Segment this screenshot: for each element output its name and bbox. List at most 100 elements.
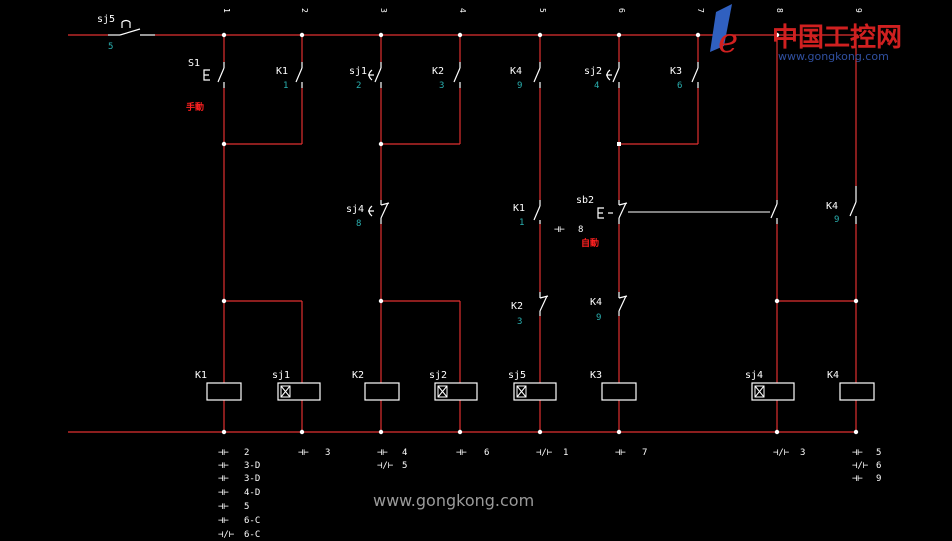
coil-sj2-label: sj2 (429, 370, 447, 381)
coil-k1: K1 (195, 370, 242, 401)
xref-val: 5 (244, 502, 249, 512)
xref-sym: ⊣⊢ (218, 516, 229, 526)
contact-sb2: sb2 (576, 195, 628, 224)
column-number-8: 8 (775, 8, 784, 13)
coil-sj5: sj5 (508, 370, 557, 401)
column-number-1: 1 (222, 8, 231, 13)
sj1-label: sj1 (349, 66, 367, 77)
xref-val: 7 (642, 448, 647, 458)
k3-top-number: 6 (677, 81, 682, 91)
coils: K1 sj1 K2 sj2 sj5 K3 (195, 370, 875, 401)
xref-sym: ⊣⊢ (218, 474, 229, 484)
xref-val: 3-D (244, 474, 260, 484)
manual-note: 手動 (186, 101, 204, 113)
sj5-switch: sj5 5 (97, 14, 155, 52)
sj2-number: 4 (594, 81, 599, 91)
logo-mark-icon (710, 4, 732, 52)
k4-nc-label: K4 (590, 297, 602, 308)
k2-nc-number: 3 (517, 317, 522, 327)
contact-k2-nc: K2 3 (511, 292, 549, 327)
sj4-label: sj4 (346, 204, 364, 215)
sj2-label: sj2 (584, 66, 602, 77)
coil-k4: K4 (827, 370, 875, 401)
logo-url-text: www.gongkong.com (778, 50, 889, 63)
sj4-number: 8 (356, 219, 361, 229)
xref-val: 4 (402, 448, 407, 458)
column-number-2: 2 (300, 8, 309, 13)
coil-sj5-label: sj5 (508, 370, 526, 381)
xref-val: 2 (244, 448, 249, 458)
contact-sj2: sj2 4 (584, 62, 620, 91)
coil-sj4: sj4 (745, 370, 795, 401)
contact-sj1: sj1 2 (349, 62, 382, 91)
logo-cn-text: 中国工控网 (772, 23, 902, 53)
xref-sym: ⊣⊢ (218, 448, 229, 458)
coil-sj2: sj2 (429, 370, 478, 401)
coil-sj4-label: sj4 (745, 370, 763, 381)
k4-right-number: 9 (834, 215, 839, 225)
xref-val: 5 (876, 448, 881, 458)
xref-sym: ⊣⊢ (218, 488, 229, 498)
watermark: www.gongkong.com (373, 491, 534, 510)
xref-val: 9 (876, 474, 881, 484)
s1-label: S1 (188, 58, 200, 69)
xref-sym: ⊣/⊢ (377, 461, 393, 471)
k4-right-label: K4 (826, 201, 838, 212)
logo-e-icon: e (718, 21, 738, 61)
contact-k1-top: K1 1 (276, 62, 303, 91)
k4-nc-number: 9 (596, 313, 601, 323)
k4-top-label: K4 (510, 66, 522, 77)
xref-val: 1 (563, 448, 568, 458)
k1-top-label: K1 (276, 66, 288, 77)
xref-val: 6-C (244, 516, 260, 526)
xref-sym: ⊣⊢ (456, 448, 467, 458)
interlock-symbol: ⊣⊢ (554, 225, 565, 235)
k1-mid-number: 1 (519, 218, 524, 228)
contact-k4-nc: K4 9 (590, 292, 628, 323)
contact-k2-top: K2 3 (432, 62, 461, 91)
coil-sj1-label: sj1 (272, 370, 290, 381)
cross-references: ⊣⊢ 2 ⊣⊢ 3-D ⊣⊢ 3-D ⊣⊢ 4-D ⊣⊢ 5 ⊣⊢ 6-C ⊣/… (218, 448, 881, 540)
coil-k1-label: K1 (195, 370, 207, 381)
auto-note: 自動 (581, 237, 599, 249)
xref-sym: ⊣⊢ (298, 448, 309, 458)
k2-top-label: K2 (432, 66, 444, 77)
contact-sj4: sj4 8 (346, 200, 390, 229)
coil-k2-label: K2 (352, 370, 364, 381)
column-number-9: 9 (854, 8, 863, 13)
xref-val: 6 (484, 448, 489, 458)
xref-val: 6-C (244, 530, 260, 540)
column-number-5: 5 (538, 8, 547, 13)
sb2-label: sb2 (576, 195, 594, 206)
column-numbers: 1 2 3 4 5 6 7 8 9 (222, 8, 863, 13)
k4-top-number: 9 (517, 81, 522, 91)
contact-k4-top: K4 9 (510, 62, 541, 91)
k2-top-number: 3 (439, 81, 444, 91)
interlock-number: 8 (578, 225, 583, 235)
coil-k3: K3 (590, 370, 637, 401)
coil-k2: K2 (352, 370, 400, 401)
xref-sym: ⊣⊢ (218, 461, 229, 471)
contact-k3-top: K3 6 (670, 62, 699, 91)
coil-sj1: sj1 (272, 370, 321, 401)
xref-val: 5 (402, 461, 407, 471)
k1-mid-label: K1 (513, 203, 525, 214)
column-number-3: 3 (379, 8, 388, 13)
contact-k4-right: K4 9 (826, 186, 857, 225)
xref-val: 4-D (244, 488, 260, 498)
xref-val: 3-D (244, 461, 260, 471)
site-logo: e 中国工控网 www.gongkong.com (710, 4, 902, 63)
coil-k3-label: K3 (590, 370, 602, 381)
xref-sym: ⊣⊢ (218, 502, 229, 512)
xref-val: 3 (800, 448, 805, 458)
contact-k1-mid: K1 1 (513, 200, 541, 228)
sj1-number: 2 (356, 81, 361, 91)
xref-sym: ⊣/⊢ (218, 530, 234, 540)
sj5-number: 5 (108, 42, 113, 52)
xref-sym: ⊣⊢ (615, 448, 626, 458)
xref-sym: ⊣⊢ (852, 448, 863, 458)
k1-top-number: 1 (283, 81, 288, 91)
xref-sym: ⊣⊢ (852, 474, 863, 484)
coil-k4-label: K4 (827, 370, 839, 381)
